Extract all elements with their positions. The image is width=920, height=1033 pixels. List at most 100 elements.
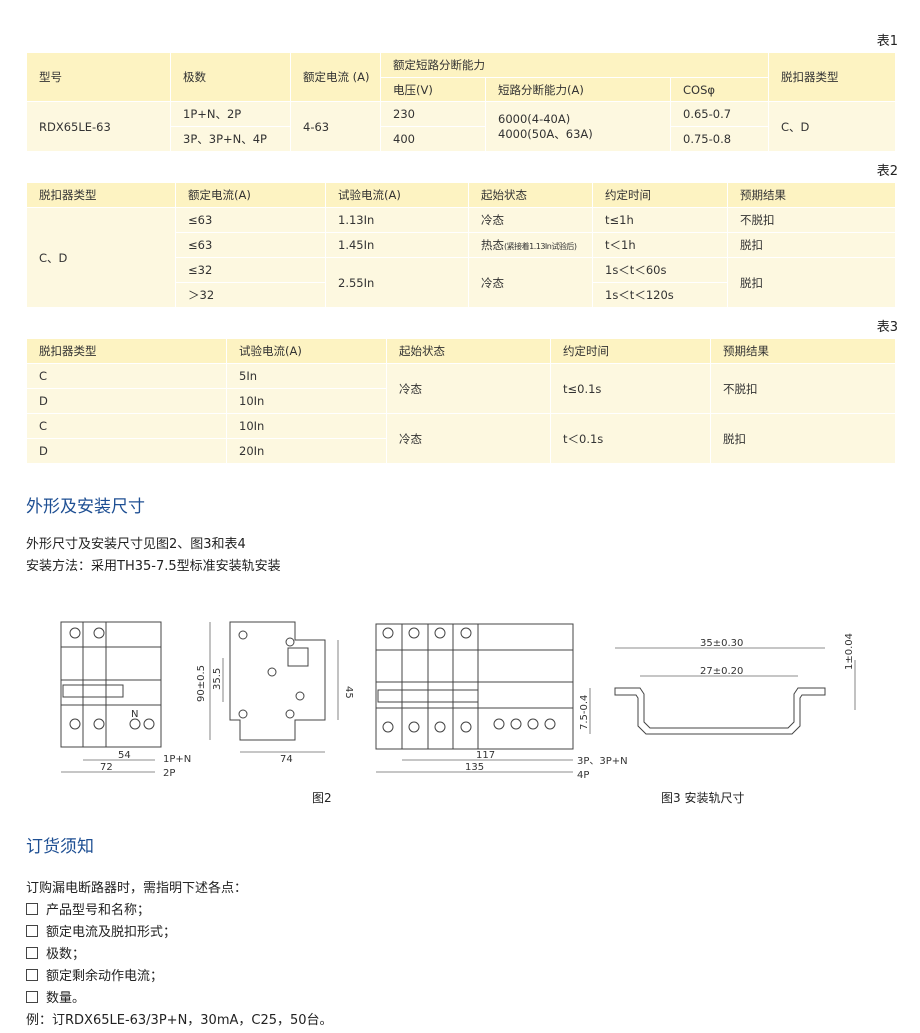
ordering-item: 产品型号和名称；	[26, 900, 333, 922]
checkbox-icon	[26, 925, 38, 937]
ordering-example: 例：订RDX65LE-63/3P+N，30mA，C25，50台。	[26, 1013, 333, 1028]
label-4p: 4P	[577, 770, 589, 781]
cell: 1s＜t＜60s	[592, 257, 728, 283]
text-line: 安装方法：采用TH35-7.5型标准安装轨安装	[26, 559, 281, 574]
table3-label: 表3	[876, 320, 898, 335]
dim-74: 74	[280, 754, 293, 765]
cell: 脱扣	[727, 232, 896, 258]
th-rated-current: 额定电流 (A)	[290, 52, 381, 102]
th-model: 型号	[26, 52, 171, 102]
cell: ＞32	[175, 282, 326, 308]
th: 起始状态	[468, 182, 593, 208]
ordering-item: 额定电流及脱扣形式；	[26, 922, 333, 944]
label-1pn: 1P+N	[163, 754, 191, 765]
ordering-text: 订购漏电断路器时，需指明下述各点： 产品型号和名称； 额定电流及脱扣形式； 极数…	[26, 878, 333, 1032]
cell: 热态(紧接着1.13In试验后)	[468, 232, 593, 258]
cell: 10In	[226, 413, 387, 439]
th: 试验电流(A)	[325, 182, 469, 208]
th: 预期结果	[710, 338, 896, 364]
cell-voltage: 230	[380, 101, 486, 127]
section-title-ordering: 订货须知	[26, 837, 94, 857]
cell: 2.55In	[325, 257, 469, 308]
cell: 1.13In	[325, 207, 469, 233]
checkbox-icon	[26, 991, 38, 1003]
dim-27: 27±0.20	[700, 666, 743, 677]
figure-2-drawings: 54 72 1P+N 2P N 90±0.5 35.5 45 74 117 13…	[60, 621, 856, 781]
cell: 1.45In	[325, 232, 469, 258]
cell: 冷态	[468, 207, 593, 233]
cell: ≤63	[175, 232, 326, 258]
label-3p: 3P、3P+N	[577, 756, 628, 767]
cell-poles: 3P、3P+N、4P	[170, 126, 291, 152]
cell: t≤1h	[592, 207, 728, 233]
dim-35-5: 35.5	[212, 668, 223, 690]
text-line: 外形尺寸及安装尺寸见图2、图3和表4	[26, 537, 246, 552]
dimensions-text: 外形尺寸及安装尺寸见图2、图3和表4 安装方法：采用TH35-7.5型标准安装轨…	[26, 534, 281, 578]
cell-cos: 0.75-0.8	[670, 126, 769, 152]
table3: 脱扣器类型 试验电流(A) 起始状态 约定时间 预期结果 C 5In 冷态 t≤…	[26, 338, 896, 464]
cell: ≤32	[175, 257, 326, 283]
dim-35: 35±0.30	[700, 638, 743, 649]
dim-54: 54	[118, 750, 131, 761]
cell: t＜1h	[592, 232, 728, 258]
dim-45: 45	[343, 686, 354, 699]
cell-cos: 0.65-0.7	[670, 101, 769, 127]
table2: 脱扣器类型 额定电流(A) 试验电流(A) 起始状态 约定时间 预期结果 C、D…	[26, 182, 896, 308]
dim-7-5: 7.5-0.4	[579, 695, 590, 730]
th-trip-type: 脱扣器类型	[768, 52, 896, 102]
cell: 不脱扣	[727, 207, 896, 233]
th: 试验电流(A)	[226, 338, 387, 364]
cell-trip-type: C、D	[26, 207, 176, 308]
th-poles: 极数	[170, 52, 291, 102]
table1: 型号 极数 额定电流 (A) 额定短路分断能力 脱扣器类型 电压(V) 短路分断…	[26, 52, 896, 152]
cell: 冷态	[386, 363, 551, 414]
cell: 冷态	[386, 413, 551, 464]
cell: D	[26, 388, 227, 414]
th: 预期结果	[727, 182, 896, 208]
label-n: N	[131, 709, 138, 720]
th-sc-capacity: 短路分断能力(A)	[485, 77, 671, 102]
cell: 不脱扣	[710, 363, 896, 414]
cell-trip-type: C、D	[768, 101, 896, 152]
cell: D	[26, 438, 227, 464]
th: 约定时间	[550, 338, 711, 364]
cell-rated-current: 4-63	[290, 101, 381, 152]
cell: t≤0.1s	[550, 363, 711, 414]
figure-3-caption: 图3 安装轨尺寸	[661, 791, 745, 805]
dim-1: 1±0.04	[844, 633, 855, 670]
figure-2-caption: 图2	[312, 791, 332, 805]
section-title-dimensions: 外形及安装尺寸	[26, 497, 145, 517]
dim-117: 117	[476, 750, 495, 761]
cell: ≤63	[175, 207, 326, 233]
checkbox-icon	[26, 903, 38, 915]
th: 起始状态	[386, 338, 551, 364]
cell-model: RDX65LE-63	[26, 101, 171, 152]
dim-72: 72	[100, 762, 113, 773]
cell: 5In	[226, 363, 387, 389]
cell: t＜0.1s	[550, 413, 711, 464]
ordering-intro: 订购漏电断路器时，需指明下述各点：	[26, 881, 248, 896]
table2-label: 表2	[876, 164, 898, 179]
cell-voltage: 400	[380, 126, 486, 152]
ordering-item: 极数；	[26, 944, 333, 966]
cell-poles: 1P+N、2P	[170, 101, 291, 127]
checkbox-icon	[26, 969, 38, 981]
label-2p: 2P	[163, 768, 175, 779]
dim-135: 135	[465, 762, 484, 773]
th: 额定电流(A)	[175, 182, 326, 208]
th: 约定时间	[592, 182, 728, 208]
ordering-item: 额定剩余动作电流；	[26, 966, 333, 988]
cell: C	[26, 363, 227, 389]
cell-sc-capacity: 6000(4-40A)4000(50A、63A)	[485, 101, 671, 152]
th-cos: COSφ	[670, 77, 769, 102]
th: 脱扣器类型	[26, 338, 227, 364]
th: 脱扣器类型	[26, 182, 176, 208]
ordering-item: 数量。	[26, 988, 333, 1010]
th-voltage: 电压(V)	[380, 77, 486, 102]
cell: 1s＜t＜120s	[592, 282, 728, 308]
cell: C	[26, 413, 227, 439]
checkbox-icon	[26, 947, 38, 959]
dim-90: 90±0.5	[196, 665, 207, 702]
cell: 20In	[226, 438, 387, 464]
